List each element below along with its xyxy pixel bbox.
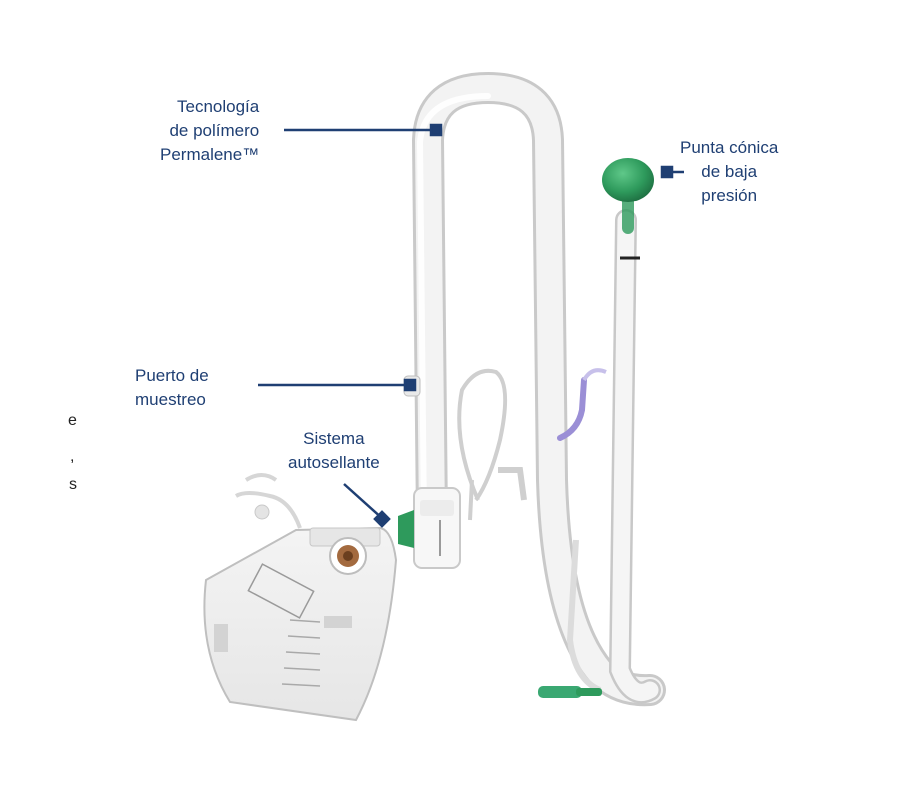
label-sample-port-line2: muestreo <box>135 390 206 409</box>
label-sample-port: Puerto de muestreo <box>135 364 209 412</box>
drainage-bag <box>203 473 398 722</box>
label-polymer: Tecnología de polímero Permalene™ <box>160 95 259 167</box>
clear-loop <box>457 368 527 521</box>
label-cone-tip-line2: de baja <box>701 162 758 181</box>
label-cone-tip-line3: presión <box>701 186 758 205</box>
label-cone-tip-line1: Punta cónica <box>680 138 779 157</box>
purple-side-tube <box>557 368 607 441</box>
label-polymer-line2: de polímero <box>169 121 260 140</box>
cone-tip <box>602 158 654 202</box>
edge-fragment-1: e <box>68 412 77 429</box>
label-sample-port-line1: Puerto de <box>135 366 209 385</box>
edge-fragment-2: , <box>70 448 75 465</box>
label-cone-tip: Punta cónica de baja presión <box>680 136 778 208</box>
connector-housing <box>398 487 461 569</box>
leader-lines <box>258 123 684 528</box>
leader-self-seal <box>343 483 385 521</box>
label-polymer-line1: Tecnología <box>176 97 260 116</box>
catheter-shaft <box>608 194 661 704</box>
label-self-seal-line2: autosellante <box>288 453 380 472</box>
edge-fragment-3: s <box>69 476 77 493</box>
label-polymer-line3: Permalene™ <box>160 145 260 164</box>
label-self-seal: Sistema autosellante <box>288 427 380 475</box>
inner-line <box>566 539 602 693</box>
label-self-seal-line1: Sistema <box>303 429 365 448</box>
main-tube <box>411 71 666 707</box>
bottom-connector <box>538 686 602 698</box>
